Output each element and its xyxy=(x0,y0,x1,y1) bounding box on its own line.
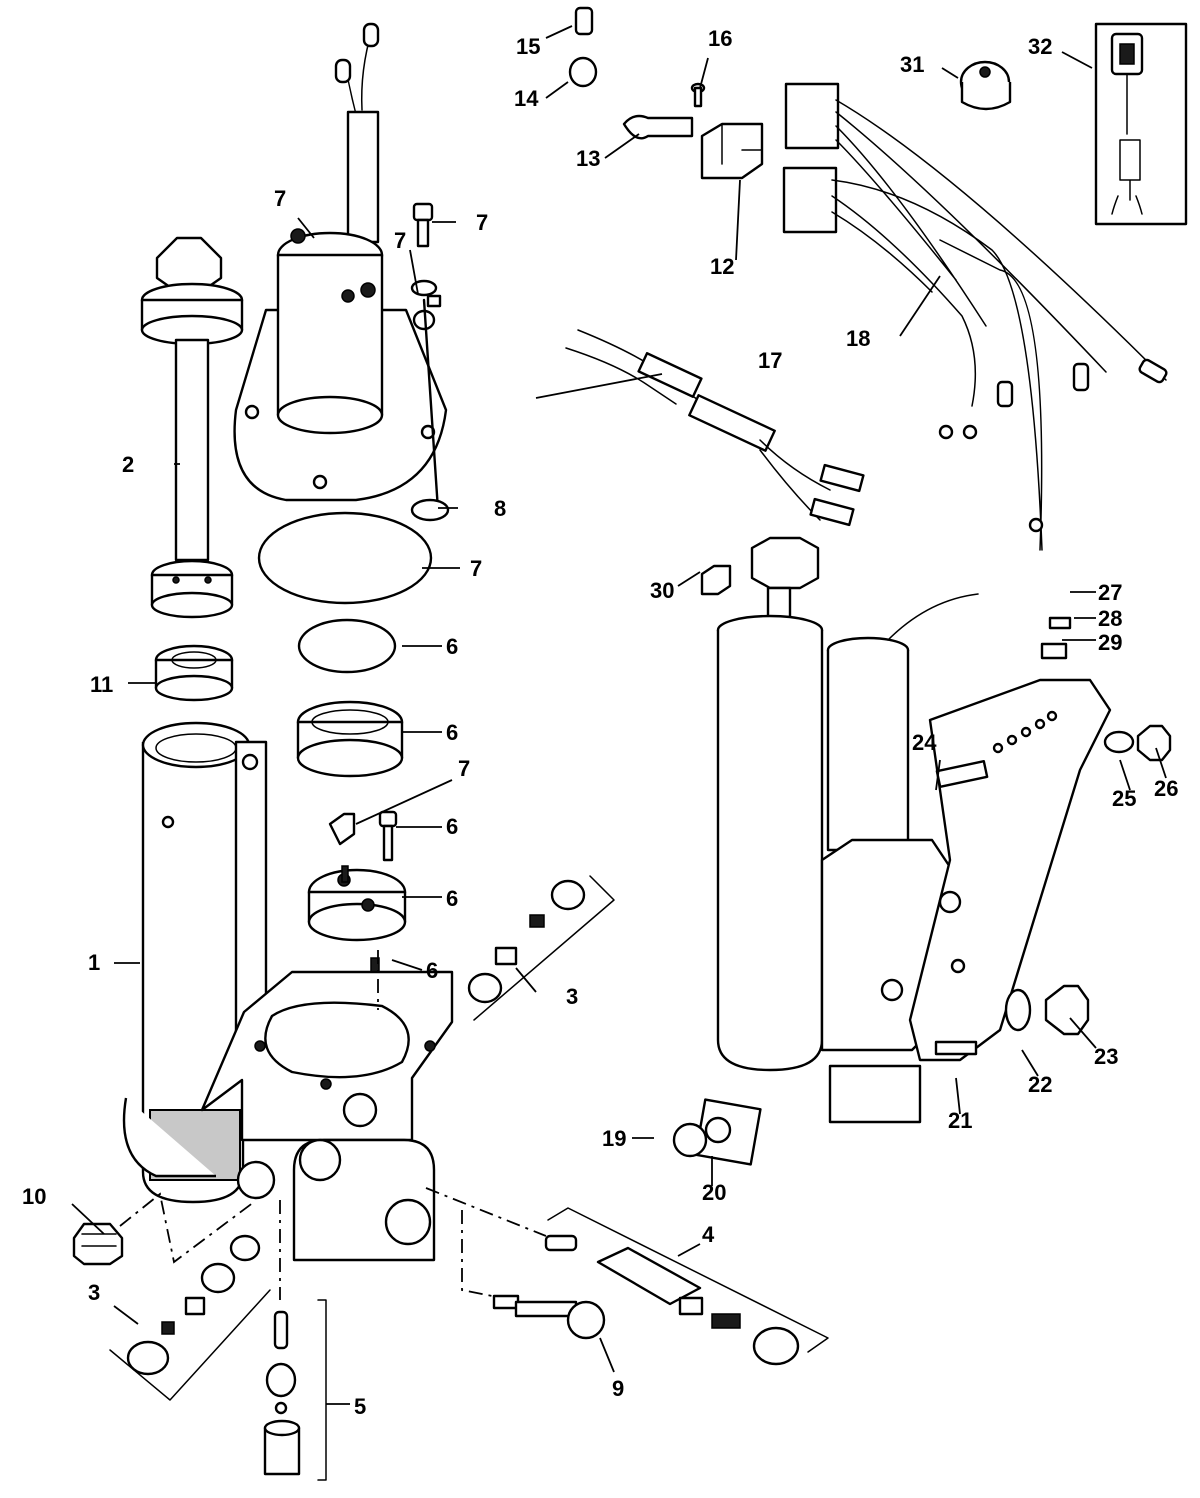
callout-19: 19 xyxy=(602,1126,626,1151)
callout-6-spring: 6 xyxy=(426,958,438,983)
callout-24: 24 xyxy=(912,730,937,755)
callout-4: 4 xyxy=(702,1222,715,1247)
callout-20: 20 xyxy=(702,1180,726,1205)
callout-22: 22 xyxy=(1028,1072,1052,1097)
mounted-assembly xyxy=(672,536,1112,1166)
assembly-line xyxy=(119,950,547,1300)
seal-ring xyxy=(154,644,234,702)
callout-17: 17 xyxy=(758,348,782,373)
callout-27: 27 xyxy=(1098,580,1122,605)
callout-25: 25 xyxy=(1112,786,1136,811)
callout-6-screw: 6 xyxy=(446,814,458,839)
check-valve-group-upper xyxy=(467,875,615,1021)
callout-7-washer: 7 xyxy=(394,228,406,253)
callout-9: 9 xyxy=(612,1376,624,1401)
callout-28: 28 xyxy=(1098,606,1122,631)
check-valve-group-lower xyxy=(109,1234,271,1401)
callout-32: 32 xyxy=(1028,34,1052,59)
callout-29: 29 xyxy=(1098,630,1122,655)
callout-6-o-ring: 6 xyxy=(446,634,458,659)
callout-7-o-ring: 7 xyxy=(470,556,482,581)
filter-ring xyxy=(296,700,404,778)
callout-8: 8 xyxy=(494,496,506,521)
callout-21: 21 xyxy=(948,1108,972,1133)
callout-12: 12 xyxy=(710,254,734,279)
pump-manifold-base xyxy=(122,970,454,1262)
ram-rod-assembly xyxy=(140,236,244,619)
trim-switch-cap xyxy=(959,60,1012,111)
callout-30: 30 xyxy=(650,578,674,603)
clip-and-screw xyxy=(328,810,398,862)
callout-7-clip: 7 xyxy=(458,756,470,781)
callout-1: 1 xyxy=(88,950,100,975)
tilt-valve-stem xyxy=(492,1294,606,1340)
callout-10: 10 xyxy=(22,1184,46,1209)
callout-18: 18 xyxy=(846,326,870,351)
callout-11: 11 xyxy=(90,672,113,697)
callout-26: 26 xyxy=(1154,776,1178,801)
trim-wire-lead xyxy=(565,329,865,527)
pump-motor xyxy=(233,22,448,502)
callout-13: 13 xyxy=(576,146,600,171)
wire-connector-parts xyxy=(568,6,764,180)
o-ring-small xyxy=(297,618,397,674)
callout-14: 14 xyxy=(514,86,539,111)
callout-5: 5 xyxy=(354,1394,366,1419)
callout-3-upper: 3 xyxy=(566,984,578,1009)
callout-7-screw: 7 xyxy=(476,210,488,235)
callout-15: 15 xyxy=(516,34,540,59)
valve-spool-group xyxy=(544,1207,829,1366)
wire-harness xyxy=(782,82,1168,551)
trim-switch-inset xyxy=(1094,22,1188,226)
pump-filter-cap xyxy=(72,1222,124,1266)
callout-6-valve: 6 xyxy=(446,886,458,911)
leader-lines xyxy=(71,25,1167,1405)
callout-6-filter: 6 xyxy=(446,720,458,745)
o-ring-large xyxy=(257,511,433,605)
manual-release-valve xyxy=(307,865,407,942)
callout-16: 16 xyxy=(708,26,732,51)
callout-2: 2 xyxy=(122,452,134,477)
callout-7-motor: 7 xyxy=(274,186,286,211)
callout-23: 23 xyxy=(1094,1044,1118,1069)
callout-labels: 1 2 3 3 4 5 6 6 6 6 6 7 7 7 7 7 8 9 10 1… xyxy=(22,26,1178,1419)
mounting-hardware xyxy=(1004,616,1172,1036)
relief-valve-group xyxy=(263,1299,327,1481)
callout-3-lower: 3 xyxy=(88,1280,100,1305)
callout-31: 31 xyxy=(900,52,924,77)
